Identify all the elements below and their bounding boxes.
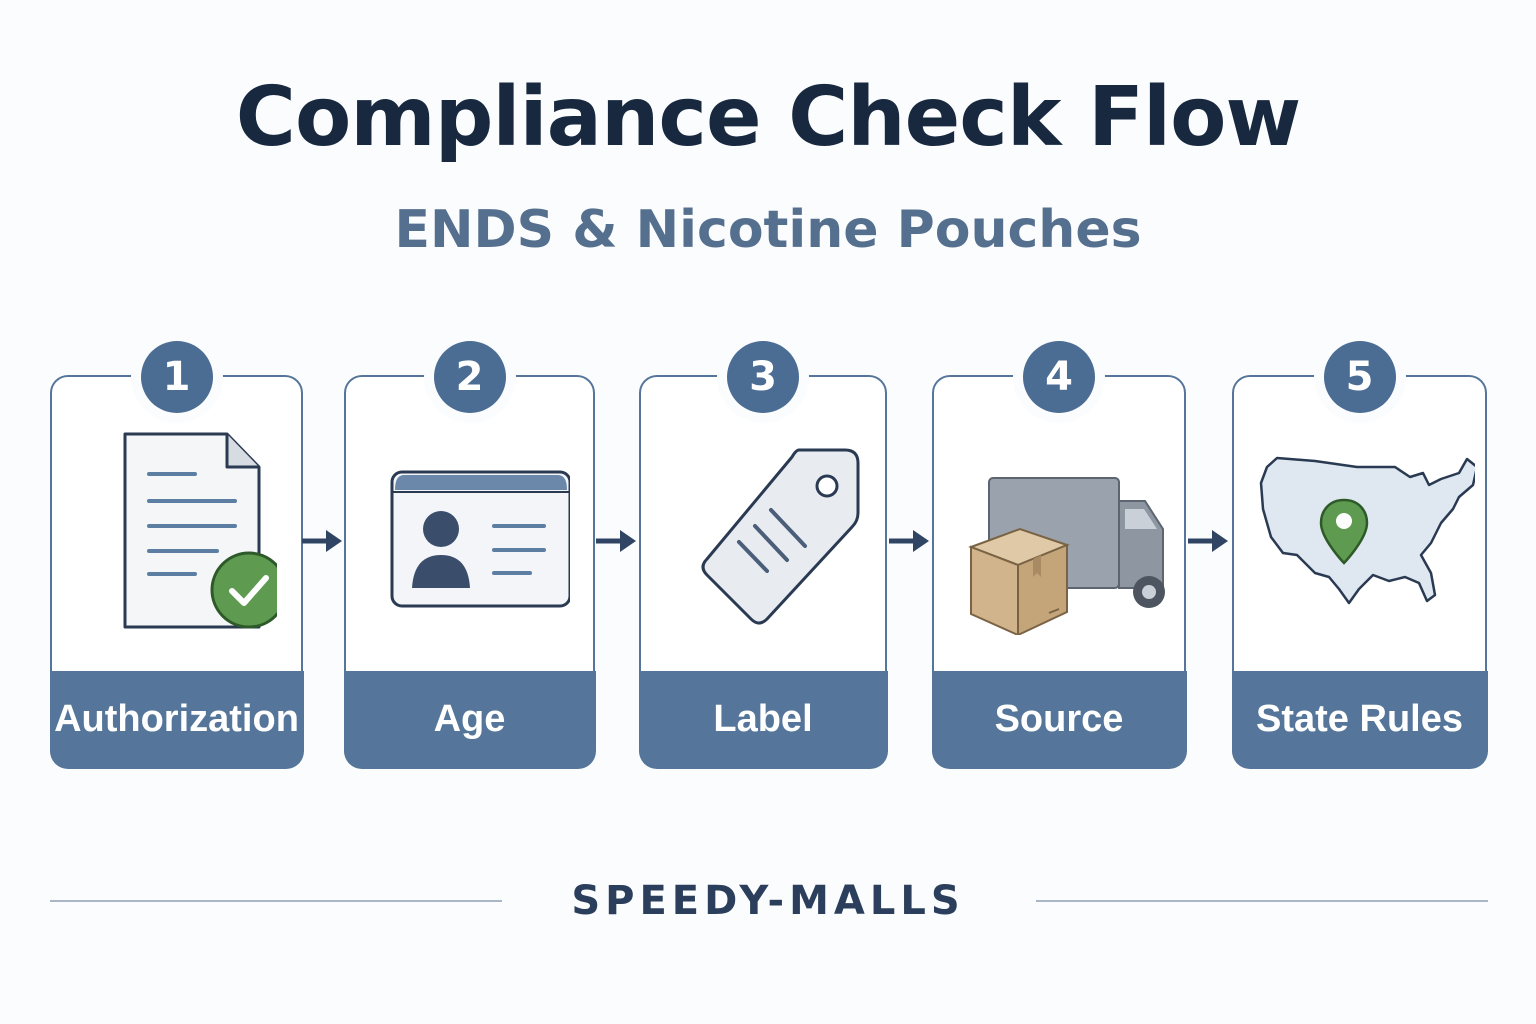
- truck-box-icon: [934, 405, 1184, 675]
- step-label-check: 3 Label: [638, 341, 888, 769]
- step-label: Authorization: [49, 670, 304, 769]
- tag-icon: [641, 405, 885, 675]
- step-label: Source: [931, 670, 1187, 769]
- us-map-pin-icon: [1234, 405, 1485, 675]
- step-state-rules: 5 State Rules: [1231, 341, 1488, 769]
- arrow-right-icon: [1188, 530, 1228, 552]
- step-authorization: 1 Authorization: [49, 341, 304, 769]
- footer-divider-right: [1036, 900, 1488, 902]
- step-age: 2 Age: [343, 341, 596, 769]
- step-number-badge: 1: [140, 341, 213, 413]
- arrow-right-icon: [596, 530, 636, 552]
- document-check-icon: [52, 405, 301, 675]
- id-card-icon: [346, 405, 593, 675]
- step-source: 4 Source: [931, 341, 1187, 769]
- step-number-badge: 2: [433, 341, 506, 413]
- arrow-right-icon: [302, 530, 342, 552]
- step-label: Age: [343, 670, 596, 769]
- page-title: Compliance Check Flow: [235, 70, 1301, 165]
- page-subtitle: ENDS & Nicotine Pouches: [394, 200, 1142, 260]
- step-number-badge: 5: [1323, 341, 1396, 413]
- footer-divider-left: [50, 900, 502, 902]
- step-number-badge: 3: [727, 341, 799, 413]
- step-number-badge: 4: [1023, 341, 1095, 413]
- step-label: State Rules: [1231, 670, 1488, 769]
- arrow-right-icon: [889, 530, 929, 552]
- brand-footer: SPEEDY-MALLS: [571, 878, 965, 924]
- step-label: Label: [638, 670, 888, 769]
